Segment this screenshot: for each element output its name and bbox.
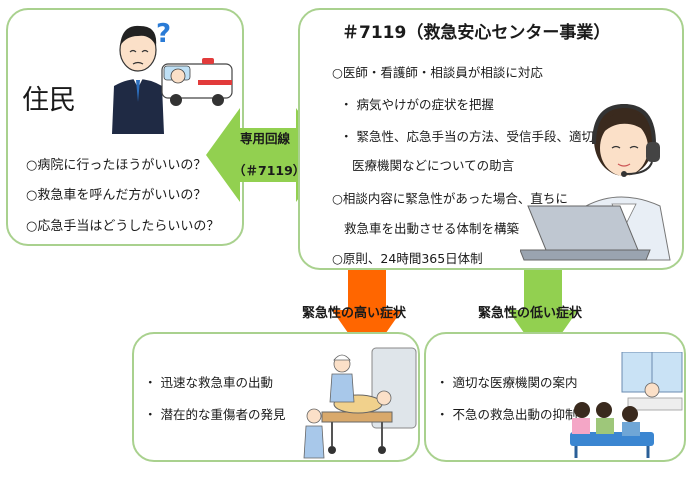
high-urgency-box: ・ 迅速な救急車の出動 ・ 潜在的な重傷者の発見 xyxy=(132,332,420,462)
center-title: ＃7119（救急安心センター事業） xyxy=(342,23,611,43)
center-line: ・ 緊急性、応急手当の方法、受信手段、適切な xyxy=(340,129,607,144)
ambulance-icon xyxy=(161,58,233,106)
worried-man-icon: ? xyxy=(112,19,171,134)
low-urgency-item: ・ 不急の救急出動の抑制 xyxy=(436,407,578,422)
center-line: ・ 病気やけがの症状を把握 xyxy=(340,97,494,112)
low-urgency-label: 緊急性の低い症状 xyxy=(478,306,583,321)
resident-question: ○病院に行ったほうがいいの？ xyxy=(26,158,207,173)
green-down-arrow-icon xyxy=(508,270,578,360)
high-urgency-item: ・ 潜在的な重傷者の発見 xyxy=(144,407,286,422)
resident-box: ? 住民 ○病院に行ったほうがいいの？ ○救急車を呼んだ方がいいの？ ○応急手当… xyxy=(6,8,244,246)
orange-down-arrow-icon xyxy=(332,270,402,360)
low-urgency-box: ・ 適切な医療機関の案内 ・ 不急の救急出動の抑制 xyxy=(424,332,686,462)
center-line: ○相談内容に緊急性があった場合、直ちに xyxy=(332,191,568,206)
resident-title: 住民 xyxy=(22,85,76,116)
high-urgency-item: ・ 迅速な救急車の出動 xyxy=(144,375,273,390)
center-line: 救急車を出動させる体制を構築 xyxy=(344,221,520,236)
connector-label: 専用回線 xyxy=(240,131,291,146)
connector-number: （＃7119） xyxy=(233,163,306,178)
center-line: 医療機関などについての助言 xyxy=(352,158,515,173)
question-mark-icon: ? xyxy=(156,19,171,49)
center-line: ○医師・看護師・相談員が相談に対応 xyxy=(332,65,543,80)
waiting-room-icon xyxy=(570,352,683,458)
headset-operator-icon xyxy=(520,103,671,261)
high-urgency-label: 緊急性の高い症状 xyxy=(302,306,407,321)
center-line: ○原則、24時間365日体制 xyxy=(332,251,483,266)
resident-question: ○救急車を呼んだ方がいいの？ xyxy=(26,188,207,203)
low-urgency-item: ・ 適切な医療機関の案内 xyxy=(436,375,578,390)
laptop-icon xyxy=(520,205,651,261)
stretcher-icon xyxy=(303,347,417,459)
resident-question: ○応急手当はどうしたらいいの？ xyxy=(26,219,220,234)
